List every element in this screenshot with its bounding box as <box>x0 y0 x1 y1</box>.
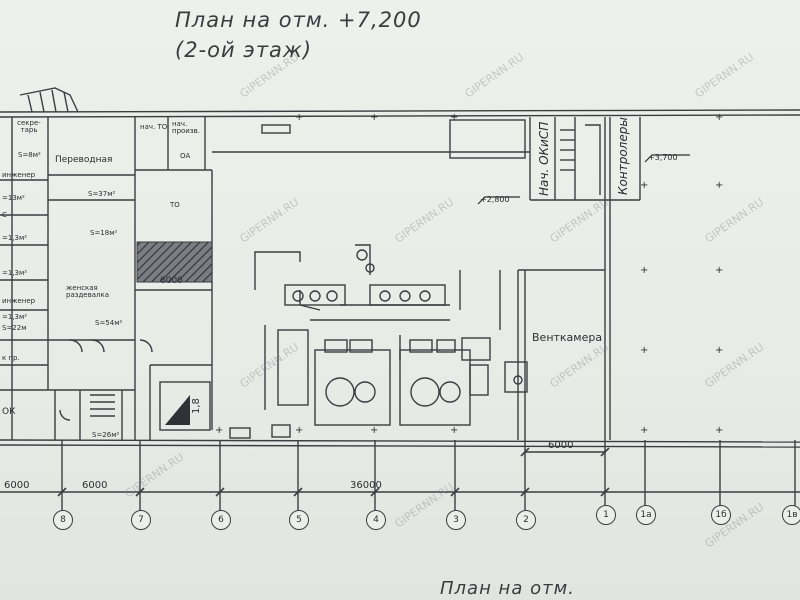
room-label-to: ТО <box>170 201 180 209</box>
grid-cross: + <box>715 345 724 356</box>
room-label-nach-to: нач. ТО <box>140 123 168 131</box>
axis-bubble-1b: 1б <box>711 505 731 525</box>
grid-cross: + <box>450 425 459 436</box>
dimension-stair: 1,8 <box>191 398 202 414</box>
dimension-6000-d: 6000 <box>548 440 574 451</box>
area-label: S=8м² <box>18 151 41 159</box>
plan-subtitle: (2-ой этаж) <box>175 38 313 62</box>
area-label: S=37м² <box>88 190 116 198</box>
dimension-6000-c: 6000 <box>160 276 183 286</box>
axis-bubble-3: 3 <box>446 510 466 530</box>
grid-cross: + <box>295 425 304 436</box>
area-label: S=54м² <box>95 319 123 327</box>
plan-title: План на отм. +7,200 <box>175 8 422 32</box>
area-label: =1,3м² <box>2 269 28 277</box>
grid-cross: + <box>715 180 724 191</box>
room-label-kpp: к пр. <box>2 354 20 362</box>
room-label-ok: ОК <box>2 407 16 417</box>
grid-cross: + <box>640 180 649 191</box>
axis-bubble-7: 7 <box>131 510 151 530</box>
area-label: =1,3м² <box>2 234 28 242</box>
axis-bubble-1a: 1а <box>636 505 656 525</box>
room-label-nach-proizv: нач. произв. <box>172 120 200 135</box>
dimension-6000-b: 6000 <box>82 480 108 491</box>
room-label-sekretar: секре- тарь <box>17 119 41 134</box>
grid-cross: + <box>370 425 379 436</box>
room-label-s: С <box>2 211 7 219</box>
axis-bubble-6: 6 <box>211 510 231 530</box>
axis-bubble-8: 8 <box>53 510 73 530</box>
axis-bubble-1: 1 <box>596 505 616 525</box>
grid-cross: + <box>215 425 224 436</box>
grid-cross: + <box>640 265 649 276</box>
room-label-kontrolery: Контролеры <box>616 117 630 195</box>
grid-cross: + <box>295 112 304 123</box>
grid-cross: + <box>450 112 459 123</box>
area-label: =13м² <box>2 194 25 202</box>
room-label-zhenskaya: женская раздевалка <box>66 284 110 299</box>
axis-bubble-2: 2 <box>516 510 536 530</box>
dimension-6000-a: 6000 <box>4 480 30 491</box>
room-label-inzhener-2: инженер <box>2 297 36 305</box>
axis-bubble-4: 4 <box>366 510 386 530</box>
area-label: =1,3м² <box>2 313 28 321</box>
room-label-oa: ОА <box>180 152 191 160</box>
dimension-36000: 36000 <box>350 480 382 491</box>
area-label: S=22м <box>2 324 27 332</box>
grid-cross: + <box>715 265 724 276</box>
room-label-inzhener: инженер <box>2 171 36 179</box>
elevation-mark: +2,800 <box>480 195 510 204</box>
grid-cross: + <box>370 112 379 123</box>
elevation-mark: +3,700 <box>648 153 678 162</box>
grid-cross: + <box>640 345 649 356</box>
next-plan-title: План на отм. <box>440 578 575 599</box>
axis-bubble-5: 5 <box>289 510 309 530</box>
area-label: S=18м² <box>90 229 118 237</box>
area-label: S=26м² <box>92 431 120 439</box>
axis-bubble-1v: 1в <box>782 505 800 525</box>
grid-cross: + <box>715 425 724 436</box>
grid-cross: + <box>715 112 724 123</box>
room-label-ventkamera: Венткамера <box>532 331 603 344</box>
grid-cross: + <box>640 425 649 436</box>
room-label-nach-okisp: Нач. ОКиСП <box>537 121 551 196</box>
room-label-perevodnaya: Переводная <box>55 155 113 165</box>
